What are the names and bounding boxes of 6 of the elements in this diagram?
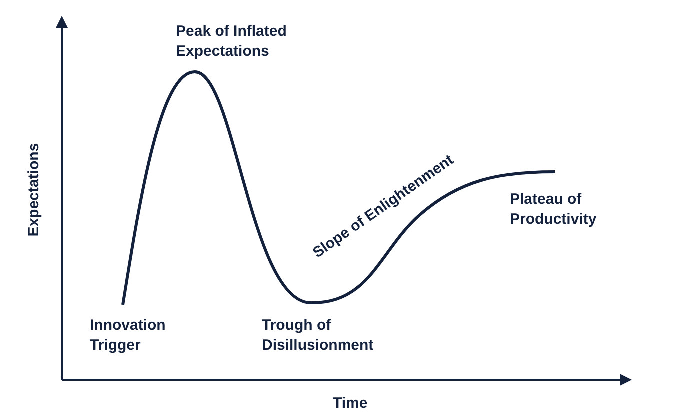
axis-title: Expectations (24, 143, 44, 237)
phase-label: Plateau of Productivity (510, 190, 598, 230)
phase-label: Innovation Trigger (90, 316, 167, 356)
phase-label: Trough of Disillusionment (262, 316, 375, 356)
axis-title: Time (333, 394, 368, 412)
phase-label: Peak of Inflated Expectations (176, 22, 288, 62)
